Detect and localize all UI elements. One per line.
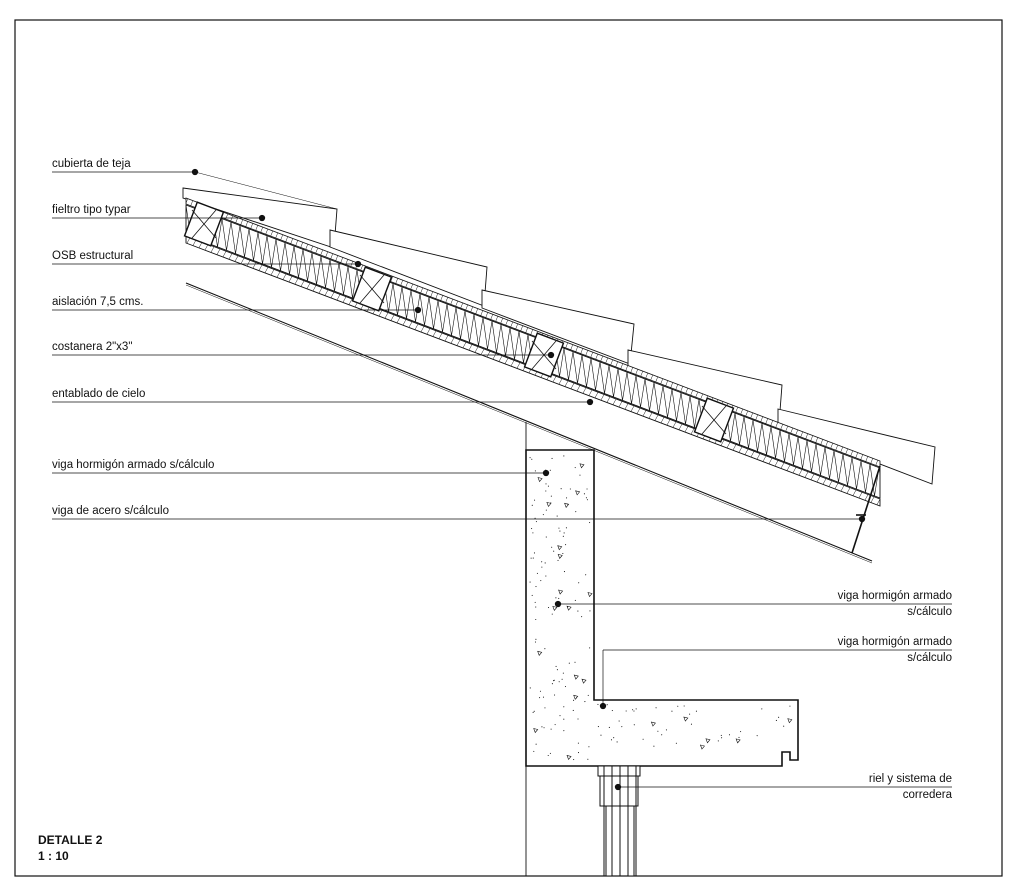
label-viga-hormigon-2-line2: s/cálculo xyxy=(907,606,952,618)
label-viga-hormigon-2-line1: viga hormigón armado xyxy=(837,590,952,602)
leader-lines xyxy=(52,168,952,791)
purlin-2 xyxy=(351,266,393,312)
concrete-beam xyxy=(525,449,799,767)
label-aislacion: aislación 7,5 cms. xyxy=(52,296,144,308)
purlin-1 xyxy=(183,201,225,247)
label-viga-hormigon-3-line1: viga hormigón armado xyxy=(837,636,952,648)
steel-beam xyxy=(851,465,881,554)
felt-layer xyxy=(185,197,881,468)
tile-5 xyxy=(777,408,936,485)
label-fieltro: fieltro tipo typar xyxy=(52,204,131,216)
label-viga-hormigon-3-line2: s/cálculo xyxy=(907,652,952,664)
label-osb: OSB estructural xyxy=(52,250,134,262)
label-viga-acero: viga de acero s/cálculo xyxy=(52,505,169,517)
concrete-texture xyxy=(529,455,793,761)
label-riel-line2: corredera xyxy=(902,789,952,801)
label-riel-line1: riel y sistema de xyxy=(868,773,952,785)
label-cubierta: cubierta de teja xyxy=(52,158,131,170)
detail-title: DETALLE 2 xyxy=(38,833,103,847)
roof-tiles xyxy=(182,187,936,485)
label-viga-hormigon-1: viga hormigón armado s/cálculo xyxy=(52,459,215,471)
detail-scale: 1 : 10 xyxy=(38,849,69,863)
label-costanera: costanera 2"x3" xyxy=(52,341,133,353)
purlins xyxy=(183,201,735,443)
sheet-border xyxy=(14,19,1003,877)
purlin-4 xyxy=(693,397,735,443)
ceiling-board-line xyxy=(185,282,873,562)
label-entablado: entablado de cielo xyxy=(52,388,146,400)
sliding-rail xyxy=(597,765,641,877)
